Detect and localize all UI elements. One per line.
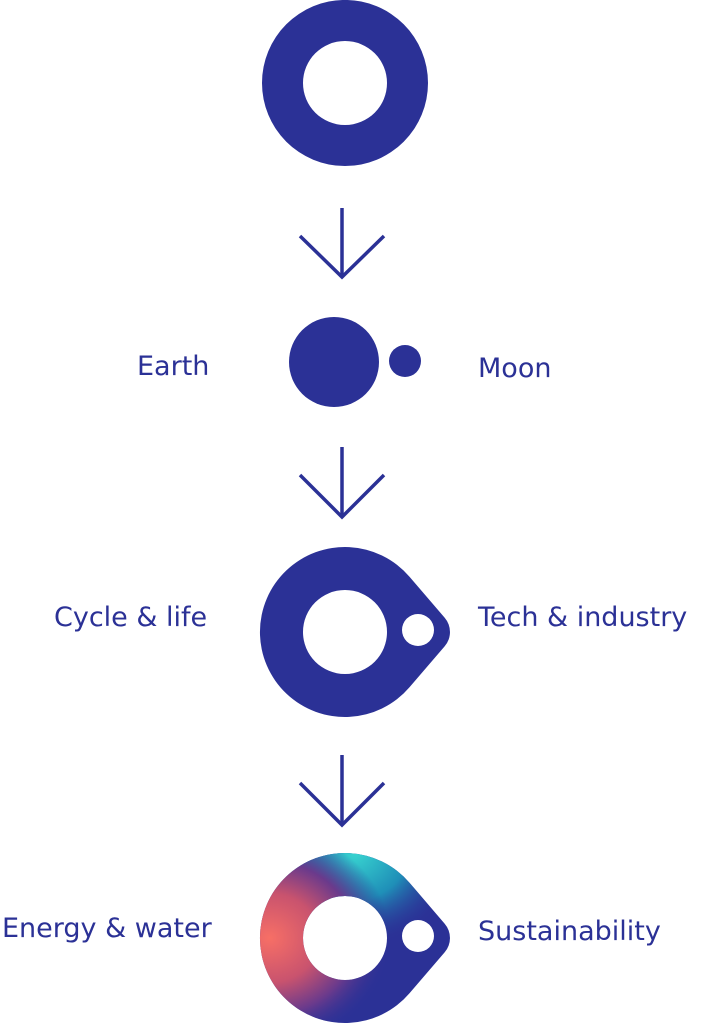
gradient-logo-icon xyxy=(259,853,450,1023)
sustainability-label: Sustainability xyxy=(478,916,661,947)
earth-label: Earth xyxy=(137,351,210,382)
moon-icon xyxy=(389,345,421,377)
energy-water-label: Energy & water xyxy=(2,913,212,944)
arrow-down-icon xyxy=(298,208,386,280)
earth-icon xyxy=(289,317,379,407)
arrow-down-icon xyxy=(298,755,386,828)
logo-icon xyxy=(259,547,450,717)
tech-industry-label: Tech & industry xyxy=(478,602,688,633)
arrow-down-icon xyxy=(298,447,386,520)
ring-icon xyxy=(262,0,428,166)
cycle-life-label: Cycle & life xyxy=(54,602,208,633)
moon-label: Moon xyxy=(478,353,552,384)
